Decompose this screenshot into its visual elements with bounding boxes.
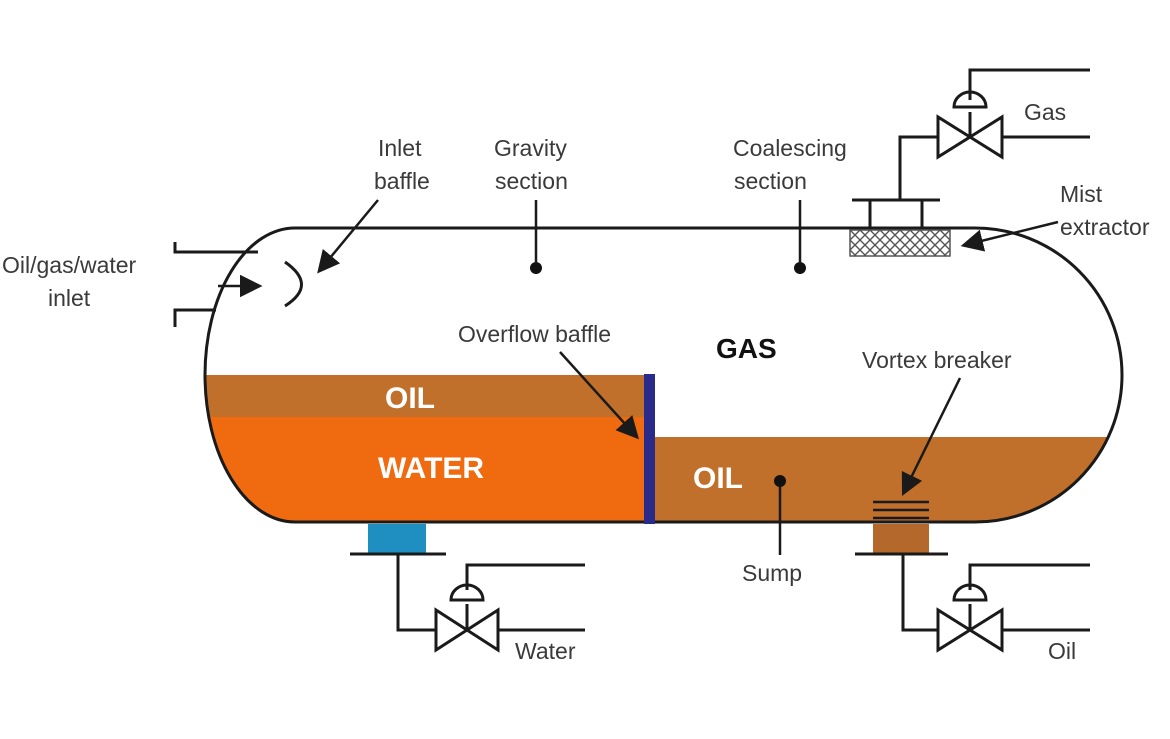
coalescing-section-dot [794,262,806,274]
overflow-baffle-leader [559,351,640,440]
gravity-section-dot [530,262,542,274]
gas-outlet [849,68,1090,257]
inlet-baffle-leader [317,199,379,274]
vortex-breaker-leader [901,377,962,497]
inlet-baffle-label-line2: baffle [374,168,430,194]
oil-layer-left [205,375,646,417]
inlet-label-line2: inlet [48,285,91,311]
mist-extractor-label-line2: extractor [1060,214,1150,240]
phase-gas-label: GAS [716,333,777,364]
oil-outlet [855,500,1090,653]
phase-oil-right-label: OIL [693,462,743,495]
sump-label: Sump [742,560,802,586]
oil-nozzle [873,524,929,554]
vortex-breaker-label: Vortex breaker [862,347,1012,373]
coalescing-section-label-line2: section [734,168,807,194]
mist-extractor-leader [960,220,1059,252]
inlet-pipe [173,242,303,327]
mist-extractor-label-line1: Mist [1060,181,1103,207]
water-outlet-label: Water [515,638,576,664]
gas-outlet-label: Gas [1024,99,1066,125]
coalescing-section-label-line1: Coalescing [733,135,847,161]
water-outlet [350,524,585,653]
inlet-baffle-label-line1: Inlet [378,135,422,161]
gravity-section-label-line1: Gravity [494,135,567,161]
inlet-baffle [284,260,303,308]
water-layer-left [205,417,646,522]
liquid-regions [205,375,1122,522]
vessel-outline [203,226,1124,524]
oil-outlet-label: Oil [1048,638,1076,664]
water-nozzle [368,524,426,554]
overflow-baffle [644,374,655,524]
gravity-section-label-line2: section [495,168,568,194]
inlet-label-line1: Oil/gas/water [2,252,137,278]
overflow-baffle-label: Overflow baffle [458,321,611,347]
phase-oil-left-label: OIL [385,382,435,415]
vortex-breaker [873,500,929,520]
mist-extractor [849,229,951,257]
phase-water-label: WATER [378,452,484,485]
sump-dot [774,475,786,487]
